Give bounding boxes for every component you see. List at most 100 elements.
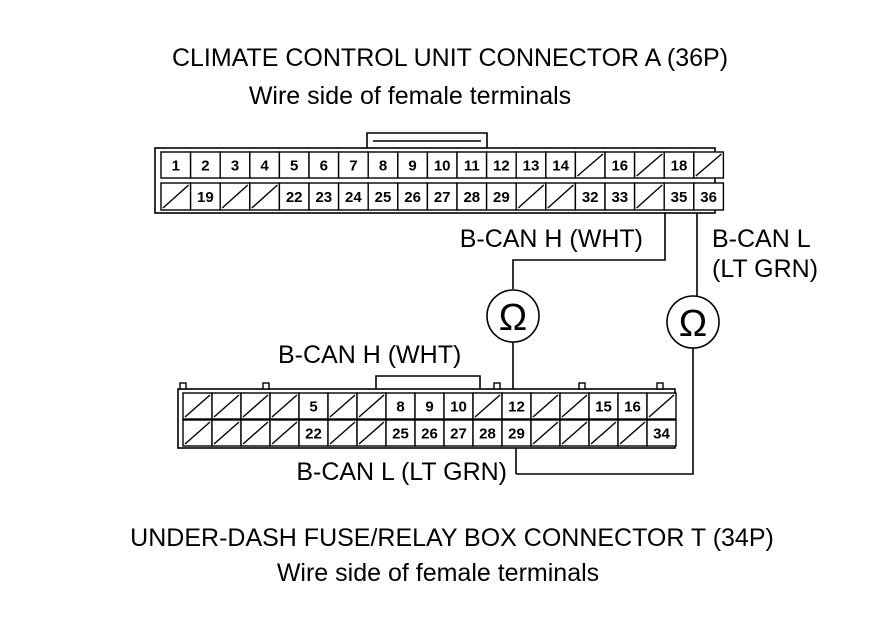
connector-a-terminal-label: 27 <box>434 189 451 206</box>
connector-t-terminal-cell <box>501 419 532 447</box>
connector-t-empty-slot <box>532 394 559 418</box>
connector-t-empty-slot <box>358 394 385 418</box>
connector-a-terminal-cell <box>456 151 488 179</box>
connector-a-empty-slot <box>636 184 663 209</box>
connector-t-terminal-cell <box>414 419 445 447</box>
connector-t-terminal-cell <box>501 392 532 420</box>
connector-t-terminal-label: 16 <box>624 399 641 416</box>
connector-t-terminal-label: 28 <box>479 426 496 443</box>
connector-a-terminal-label: 1 <box>172 158 180 175</box>
connector-a-terminal-label: 23 <box>315 189 332 206</box>
connector-t-terminal-cell <box>385 392 416 420</box>
connector-t-empty-slot <box>242 421 269 445</box>
connector-a-terminal-cell <box>397 182 429 211</box>
connector-t-terminal-label: 8 <box>396 399 404 416</box>
connector-a-terminal-cell <box>515 151 547 179</box>
connector-t-wires <box>512 342 694 475</box>
connector-a-lock-tab <box>366 132 488 148</box>
label-bcan-l-a-line1: B-CAN L <box>712 225 811 253</box>
connector-t-terminal-cell <box>385 419 416 447</box>
label-bcan-h-t: B-CAN H (WHT) <box>278 341 461 369</box>
connector-t-empty-slot <box>329 421 356 445</box>
connector-t-subtitle: Wire side of female terminals <box>277 559 599 587</box>
connector-t-terminal-cell <box>646 419 677 447</box>
connector-a-terminal-label: 4 <box>260 158 269 175</box>
connector-a-empty-slot <box>695 153 722 177</box>
connector-a-terminal-label: 9 <box>408 158 416 175</box>
connector-a-terminal-label: 29 <box>493 189 510 206</box>
connector-a-empty-slot <box>636 153 663 177</box>
connector-a-terminal-label: 33 <box>611 189 628 206</box>
connector-a-terminal-label: 5 <box>290 158 298 175</box>
connector-a-terminal-cell <box>663 151 695 179</box>
connector-t-terminal-cell <box>617 392 648 420</box>
connector-a-empty-slot <box>221 184 249 209</box>
wire-bcan-h-a <box>512 213 666 289</box>
connector-t-empty-slot <box>213 421 240 445</box>
connector-a-terminal-cell <box>604 151 636 179</box>
connector-a-terminal-cell <box>337 182 369 211</box>
connector-a-terminal-cell <box>219 151 251 179</box>
connector-a-terminal-label: 24 <box>345 189 362 206</box>
connector-a-terminal-cell <box>308 182 340 211</box>
connector-a-terminal-label: 16 <box>611 158 628 175</box>
connector-a-terminal-label: 19 <box>197 189 214 206</box>
ohmmeter-l: Ω <box>666 295 720 349</box>
label-bcan-h-a: B-CAN H (WHT) <box>460 225 643 253</box>
connector-t-empty-slot <box>358 421 385 445</box>
connector-a-terminal-cell <box>456 182 488 211</box>
connector-t-terminal-label: 27 <box>450 426 467 443</box>
connector-a-terminal-label: 35 <box>671 189 688 206</box>
connector-t-empty-slot <box>271 394 298 418</box>
connector-a-empty-slot <box>162 184 190 209</box>
connector-t-empty-slot <box>619 421 646 445</box>
connector-a-terminal-label: 2 <box>201 158 209 175</box>
connector-a-terminal-label: 8 <box>379 158 387 175</box>
connector-t-notch <box>179 382 187 390</box>
connector-a-terminal-cell <box>278 151 310 179</box>
connector-a-terminal-cell <box>426 151 458 179</box>
connector-a-terminal-label: 25 <box>375 189 392 206</box>
connector-t-empty-slot <box>561 394 588 418</box>
connector-a-empty-slot <box>251 184 278 209</box>
connector-a-terminal-label: 28 <box>463 189 480 206</box>
connector-t-empty-slot <box>213 394 240 418</box>
connector-a-terminal-label: 3 <box>231 158 239 175</box>
connector-t-terminal-label: 29 <box>508 426 525 443</box>
connector-t-terminal-label: 34 <box>653 426 670 443</box>
connector-a-title: CLIMATE CONTROL UNIT CONNECTOR A (36P) <box>172 44 728 72</box>
connector-t-terminal-cell <box>443 419 474 447</box>
ohm-symbol-icon: Ω <box>679 303 707 345</box>
connector-t-notch <box>262 382 270 390</box>
connector-t-empty-slot <box>590 421 617 445</box>
connector-a-subtitle: Wire side of female terminals <box>249 82 571 110</box>
connector-t-lock-tab <box>375 375 481 389</box>
label-bcan-l-a-line2: (LT GRN) <box>712 255 818 283</box>
connector-t-empty-slot <box>648 394 675 418</box>
connector-a-terminal-cell <box>693 182 725 211</box>
connector-a-terminal-cell <box>278 182 310 211</box>
connector-t-notch <box>656 382 664 390</box>
connector-a-terminal-label: 7 <box>349 158 357 175</box>
connector-a-terminal-label: 36 <box>700 189 717 206</box>
connector-a-terminal-cell <box>545 151 577 179</box>
connector-a-terminal-label: 10 <box>434 158 451 175</box>
connector-t-terminal-cell <box>414 392 445 420</box>
connector-t-empty-slot <box>561 421 588 445</box>
connector-t-terminal-cell <box>443 392 474 420</box>
connector-t-empty-slot <box>184 421 211 445</box>
connector-a-terminal-label: 13 <box>523 158 540 175</box>
ohmmeter-h: Ω <box>486 289 540 343</box>
connector-a-terminal-cell <box>189 151 221 179</box>
connector-t-notch <box>578 382 586 390</box>
connector-a-terminal-label: 32 <box>582 189 599 206</box>
connector-a-terminal-cell <box>308 151 340 179</box>
connector-a-terminal-label: 14 <box>552 158 569 175</box>
connector-t-empty-slot <box>474 394 501 418</box>
connector-a-wires <box>512 213 698 296</box>
connector-t-terminal-label: 26 <box>421 426 438 443</box>
connector-t-empty-slot <box>184 394 211 418</box>
connector-a-terminal-label: 18 <box>671 158 688 175</box>
connector-t-terminal-label: 15 <box>595 399 612 416</box>
